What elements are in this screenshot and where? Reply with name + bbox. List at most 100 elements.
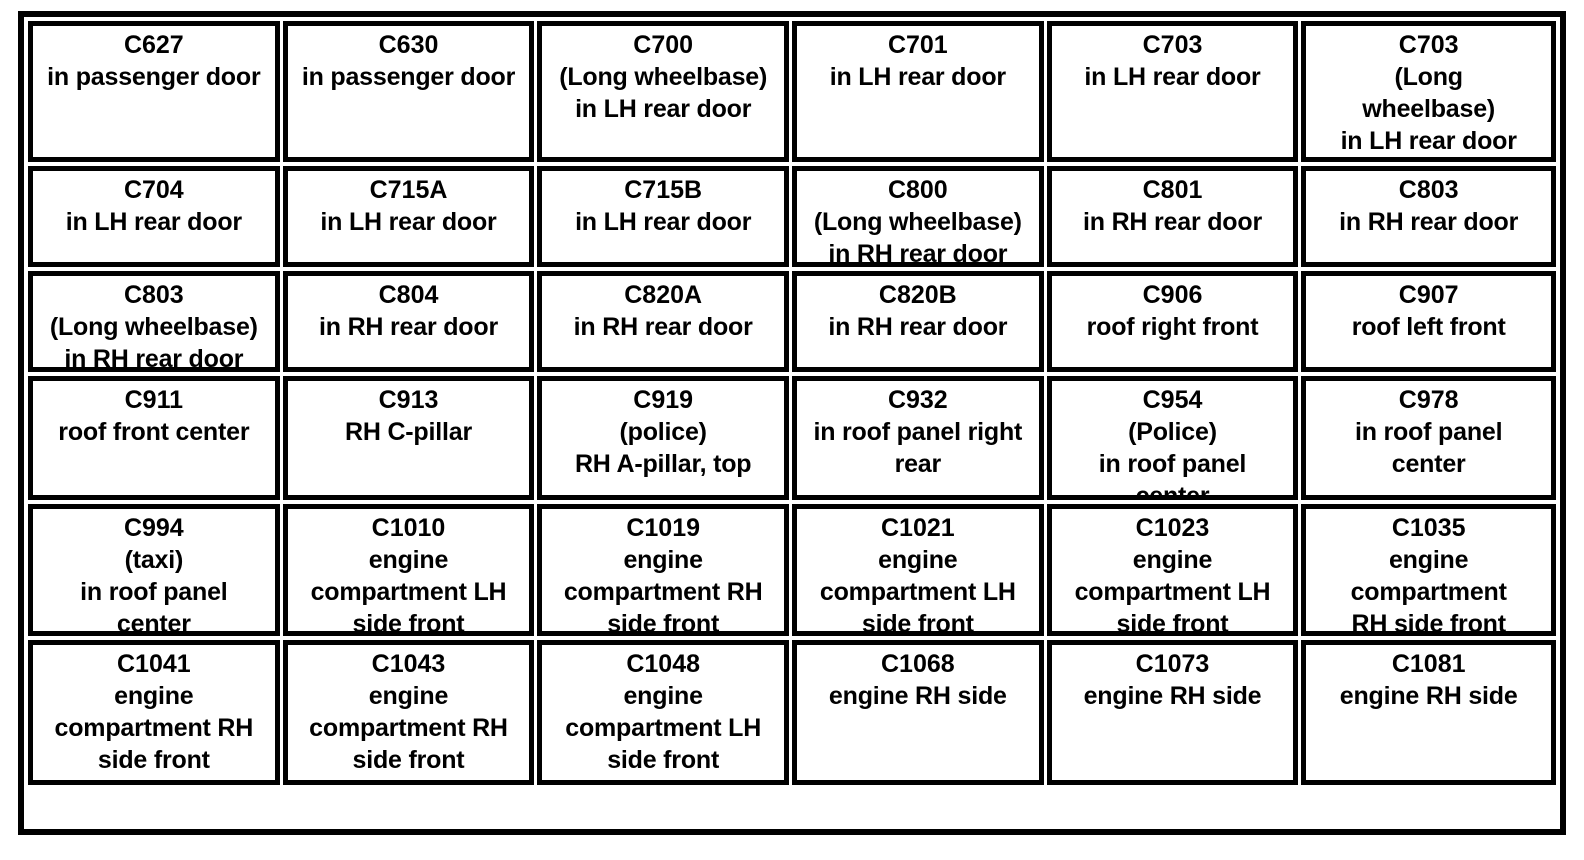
connector-cell[interactable]: C1021 engine compartment LH side front xyxy=(792,504,1044,636)
connector-location-description: engine compartment RH side front xyxy=(309,682,508,774)
connector-location-description: in passenger door xyxy=(47,63,261,91)
connector-code: C701 xyxy=(887,31,948,59)
connector-code: C703 xyxy=(1398,31,1459,59)
connector-location-description: engine RH side xyxy=(1339,682,1518,710)
connector-code: C978 xyxy=(1398,386,1459,414)
connector-cell[interactable]: C801 in RH rear door xyxy=(1046,166,1299,267)
connector-code: C800 xyxy=(887,176,948,204)
connector-location-description: engine compartment LH side front xyxy=(565,682,762,774)
connector-cell[interactable]: C1081 engine RH side xyxy=(1301,640,1556,785)
connector-code: C913 xyxy=(378,386,439,414)
connector-cell[interactable]: C1041 engine compartment RH side front xyxy=(28,640,280,785)
connector-location-description: in roof panel right rear xyxy=(813,418,1023,478)
connector-location-description: in RH rear door xyxy=(1083,208,1262,236)
connector-code: C801 xyxy=(1142,176,1203,204)
connector-location-description: roof left front xyxy=(1351,313,1506,341)
connector-cell[interactable]: C907 roof left front xyxy=(1301,271,1556,372)
connector-cell[interactable]: C627 in passenger door xyxy=(28,21,280,162)
connector-code: C804 xyxy=(378,281,439,309)
connector-location-description: in LH rear door xyxy=(65,208,242,236)
connector-code: C1021 xyxy=(880,514,955,542)
connector-code: C1023 xyxy=(1135,514,1210,542)
connector-location-description: roof right front xyxy=(1086,313,1259,341)
connector-cell[interactable]: C954 (Police) in roof panel center xyxy=(1046,376,1299,500)
connector-cell[interactable]: C800 (Long wheelbase) in RH rear door xyxy=(792,166,1044,267)
connector-code: C911 xyxy=(124,386,184,414)
connector-location-description: engine compartment RH side front xyxy=(1350,546,1507,636)
connector-cell[interactable]: C919 (police) RH A-pillar, top xyxy=(537,376,789,500)
connector-code: C954 xyxy=(1142,386,1203,414)
connector-location-description: in LH rear door xyxy=(829,63,1006,91)
connector-cell[interactable]: C1010 engine compartment LH side front xyxy=(282,504,535,636)
connector-location-description: roof front center xyxy=(58,418,250,446)
connector-location-description: in LH rear door xyxy=(320,208,497,236)
connector-code: C1035 xyxy=(1391,514,1466,542)
connector-cell[interactable]: C1035 engine compartment RH side front xyxy=(1301,504,1556,636)
connector-cell[interactable]: C820A in RH rear door xyxy=(537,271,789,372)
connector-code: C715A xyxy=(369,176,448,204)
connector-code: C1019 xyxy=(626,514,700,542)
connector-location-description: in LH rear door xyxy=(575,208,752,236)
connector-location-description: engine compartment LH side front xyxy=(310,546,507,636)
connector-code: C627 xyxy=(123,31,184,59)
connector-code: C994 xyxy=(123,514,184,542)
connector-location-description: in RH rear door xyxy=(573,313,753,341)
connector-cell[interactable]: C804 in RH rear door xyxy=(282,271,535,372)
connector-cell[interactable]: C1043 engine compartment RH side front xyxy=(282,640,535,785)
connector-code: C907 xyxy=(1398,281,1459,309)
connector-cell[interactable]: C703 (Long wheelbase) in LH rear door xyxy=(1301,21,1556,162)
connector-cell[interactable]: C1023 engine compartment LH side front xyxy=(1046,504,1299,636)
connector-code: C803 xyxy=(123,281,184,309)
connector-code: C803 xyxy=(1398,176,1459,204)
connector-cell[interactable]: C704 in LH rear door xyxy=(28,166,280,267)
connector-code: C919 xyxy=(633,386,694,414)
connector-cell[interactable]: C803 (Long wheelbase) in RH rear door xyxy=(28,271,280,372)
connector-location-description: in passenger door xyxy=(301,63,516,91)
connector-cell[interactable]: C911 roof front center xyxy=(28,376,280,500)
connector-location-description: (police) RH A-pillar, top xyxy=(574,418,752,478)
connector-code: C1068 xyxy=(880,650,955,678)
connector-location-description: in RH rear door xyxy=(1339,208,1519,236)
connector-cell[interactable]: C715A in LH rear door xyxy=(282,166,535,267)
connector-code: C703 xyxy=(1142,31,1203,59)
connector-cell[interactable]: C1048 engine compartment LH side front xyxy=(537,640,789,785)
connector-cell[interactable]: C994 (taxi) in roof panel center xyxy=(28,504,280,636)
connector-code: C820B xyxy=(878,281,957,309)
connector-code: C704 xyxy=(123,176,184,204)
connector-code: C700 xyxy=(633,31,694,59)
connector-location-description: (Long wheelbase) in LH rear door xyxy=(1340,63,1517,155)
connector-location-description: engine compartment LH side front xyxy=(819,546,1016,636)
connector-code: C1048 xyxy=(626,650,700,678)
connector-code: C1010 xyxy=(371,514,446,542)
connector-code: C1081 xyxy=(1391,650,1466,678)
connector-code: C820A xyxy=(624,281,703,309)
connector-cell[interactable]: C700(Long wheelbase) in LH rear door xyxy=(537,21,789,162)
connector-cell[interactable]: C803 in RH rear door xyxy=(1301,166,1556,267)
connector-location-description: engine compartment RH side front xyxy=(54,682,254,774)
connector-code: C1041 xyxy=(116,650,191,678)
connector-cell[interactable]: C978 in roof panel center xyxy=(1301,376,1556,500)
connector-location-description: (taxi) in roof panel center xyxy=(80,546,228,636)
connector-location-description: in RH rear door xyxy=(319,313,498,341)
connector-location-description: engine compartment LH side front xyxy=(1074,546,1271,636)
connector-code: C1043 xyxy=(371,650,446,678)
connector-location-description: in roof panel center xyxy=(1354,418,1503,478)
connector-cell[interactable]: C701 in LH rear door xyxy=(792,21,1044,162)
connector-location-description: (Long wheelbase) in RH rear door xyxy=(813,208,1022,267)
connector-location-description: (Long wheelbase) in RH rear door xyxy=(49,313,258,372)
connector-code: C1073 xyxy=(1135,650,1210,678)
connector-location-description: (Police) in roof panel center xyxy=(1098,418,1247,500)
